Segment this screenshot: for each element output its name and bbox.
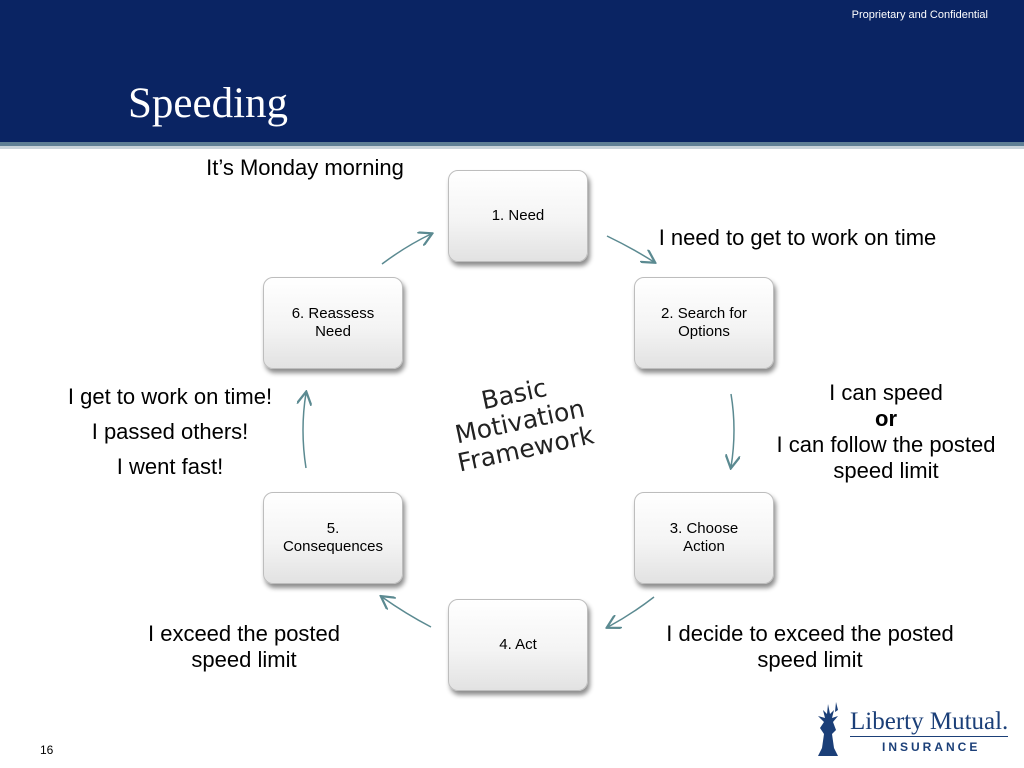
logo-divider <box>850 736 1008 737</box>
note-options-1: I can speed <box>829 380 943 405</box>
step-need: 1. Need <box>448 170 588 262</box>
note-need: I need to get to work on time <box>658 225 937 250</box>
arrow-search-to-choose <box>731 393 734 467</box>
step-act: 4. Act <box>448 599 588 691</box>
note-reassess-1: I get to work on time! <box>67 384 273 409</box>
note-exceed: I exceed the posted speed limit <box>147 621 341 672</box>
step-need-label: 1. Need <box>491 207 545 224</box>
step-search-options: 2. Search for Options <box>634 277 774 369</box>
step-act-label: 4. Act <box>499 636 537 653</box>
note-decide: I decide to exceed the posted speed limi… <box>666 621 954 672</box>
header-divider-light <box>0 146 1024 149</box>
page-number: 16 <box>40 743 54 757</box>
step-consequences-label: 5. Consequences <box>282 520 384 555</box>
note-options-2: I can follow the posted speed limit <box>776 432 996 483</box>
step-reassess-need: 6. Reassess Need <box>263 277 403 369</box>
confidential-label: Proprietary and Confidential <box>851 9 988 21</box>
step-choose-action: 3. Choose Action <box>634 492 774 584</box>
note-reassess-2: I passed others! <box>91 419 249 444</box>
note-options-or: or <box>875 406 897 431</box>
arrow-act-to-consequences <box>382 597 432 628</box>
note-reassess-3: I went fast! <box>116 454 224 479</box>
logo-subtitle: INSURANCE <box>882 740 981 754</box>
arrow-consequences-to-reassess <box>303 393 306 469</box>
arrow-reassess-to-need <box>381 234 431 265</box>
statue-of-liberty-icon <box>808 700 848 758</box>
slide-title: Speeding <box>128 80 289 127</box>
header-bar <box>0 0 1024 142</box>
step-search-options-label: 2. Search for Options <box>661 305 747 340</box>
step-reassess-need-label: 6. Reassess Need <box>291 305 375 340</box>
header-divider <box>0 142 1024 146</box>
step-choose-action-label: 3. Choose Action <box>669 520 739 555</box>
step-consequences: 5. Consequences <box>263 492 403 584</box>
note-monday: It’s Monday morning <box>206 155 404 180</box>
liberty-mutual-logo: Liberty Mutual. INSURANCE <box>806 698 1014 760</box>
logo-name: Liberty Mutual. <box>850 708 1009 735</box>
framework-label: Basic Motivation Framework <box>452 373 597 478</box>
